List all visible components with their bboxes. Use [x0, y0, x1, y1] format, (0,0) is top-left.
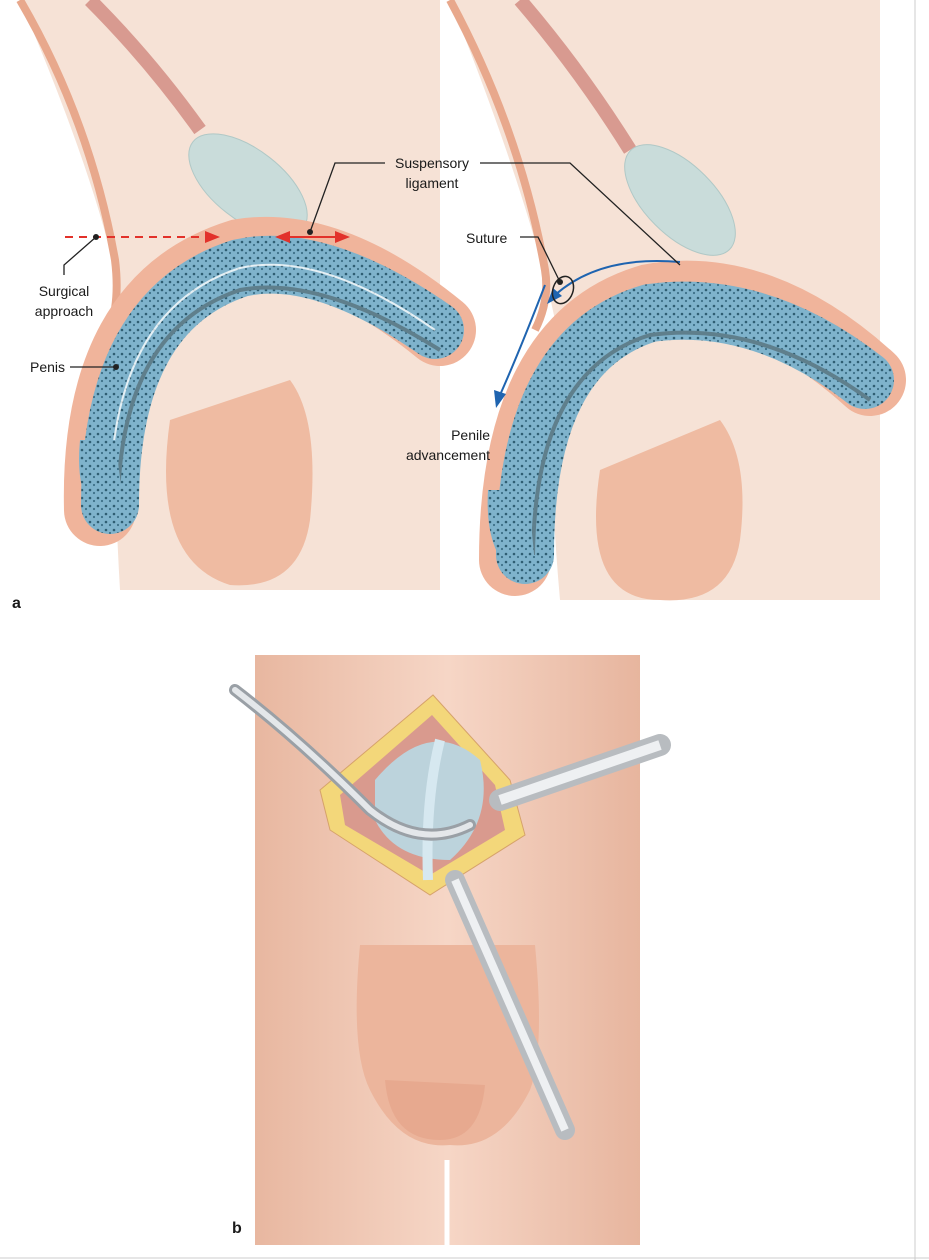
- label-penile-advancement-2: advancement: [406, 447, 490, 463]
- label-suspensory-ligament-2: ligament: [406, 175, 459, 191]
- corpus-cavernosum: [496, 281, 894, 584]
- glans: [79, 440, 125, 515]
- figure-a-after: [446, 0, 906, 601]
- figure-b: [229, 655, 671, 1245]
- septum-line: [109, 263, 436, 506]
- panel-label-b: b: [232, 1220, 242, 1237]
- forceps-highlight: [232, 687, 473, 838]
- skin-edge: [446, 0, 551, 332]
- label-suture: Suture: [466, 230, 507, 246]
- ligament-band: [422, 738, 445, 881]
- leader-lines: [63, 162, 681, 368]
- rectus-muscle: [514, 0, 636, 154]
- surgical-approach-arrows: [65, 231, 350, 243]
- leader-dots: [93, 229, 563, 370]
- penile-advancement-arrows: [494, 259, 681, 408]
- suture-loop: [551, 275, 575, 305]
- label-surgical-approach-2: approach: [35, 303, 93, 319]
- retractor-bottom-highlight: [451, 878, 569, 1132]
- figure-a-before: [16, 0, 476, 590]
- panel-label-a: a: [12, 595, 21, 612]
- retractor-right-highlight: [498, 740, 662, 805]
- label-suspensory-ligament: Suspensory: [395, 155, 469, 171]
- glans-exterior: [385, 1080, 485, 1140]
- urethra: [116, 285, 442, 506]
- scrotum: [166, 380, 313, 586]
- urethra: [531, 330, 872, 556]
- glans: [487, 490, 535, 565]
- label-penis: Penis: [30, 359, 65, 375]
- label-penile-advancement: Penile: [451, 427, 490, 443]
- rectus-muscle: [85, 0, 206, 135]
- label-surgical-approach: Surgical: [39, 283, 90, 299]
- pubic-bone: [624, 144, 736, 256]
- scrotum: [596, 420, 743, 601]
